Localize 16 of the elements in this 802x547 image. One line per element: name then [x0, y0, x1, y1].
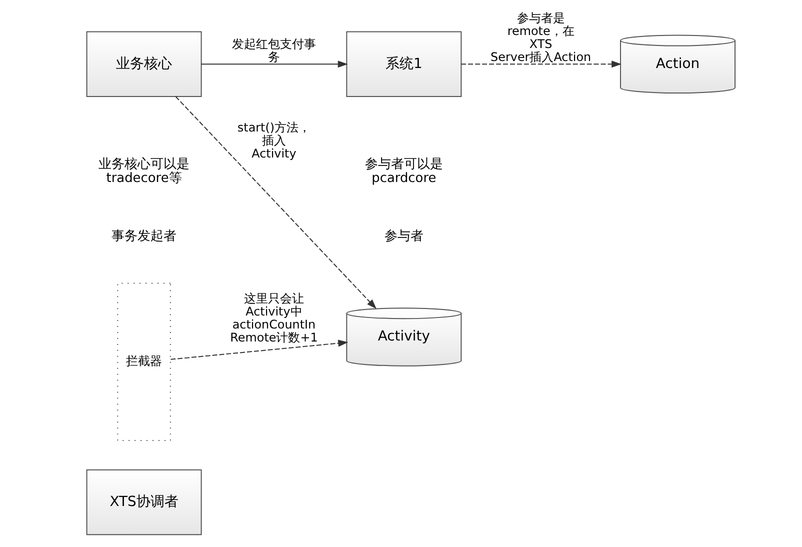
node-box: 拦截器: [116, 282, 170, 442]
edge-label: 发起红包支付事务: [231, 36, 316, 64]
edge-label: 这里只会让 Activity中 actionCountIn Remote计数+1: [230, 292, 318, 345]
arrow: [170, 340, 348, 360]
node-box: 系统1: [346, 31, 462, 97]
edge-label: start()方法，插入 Activity: [236, 120, 310, 160]
label: 业务核心可以是 tradecore等: [98, 157, 190, 186]
label: 事务发起者: [111, 228, 176, 244]
arrow: [174, 96, 376, 310]
arrow: [200, 60, 348, 68]
node-box: XTS协调者: [86, 469, 202, 536]
node-box: 业务核心: [86, 31, 202, 97]
label: 参与者可以是 pcardcore: [364, 157, 442, 186]
label: 参与者: [384, 228, 423, 244]
arrow: [460, 60, 622, 68]
edge-label: 参与者是 remote，在 XTS Server插入Action: [490, 10, 591, 64]
